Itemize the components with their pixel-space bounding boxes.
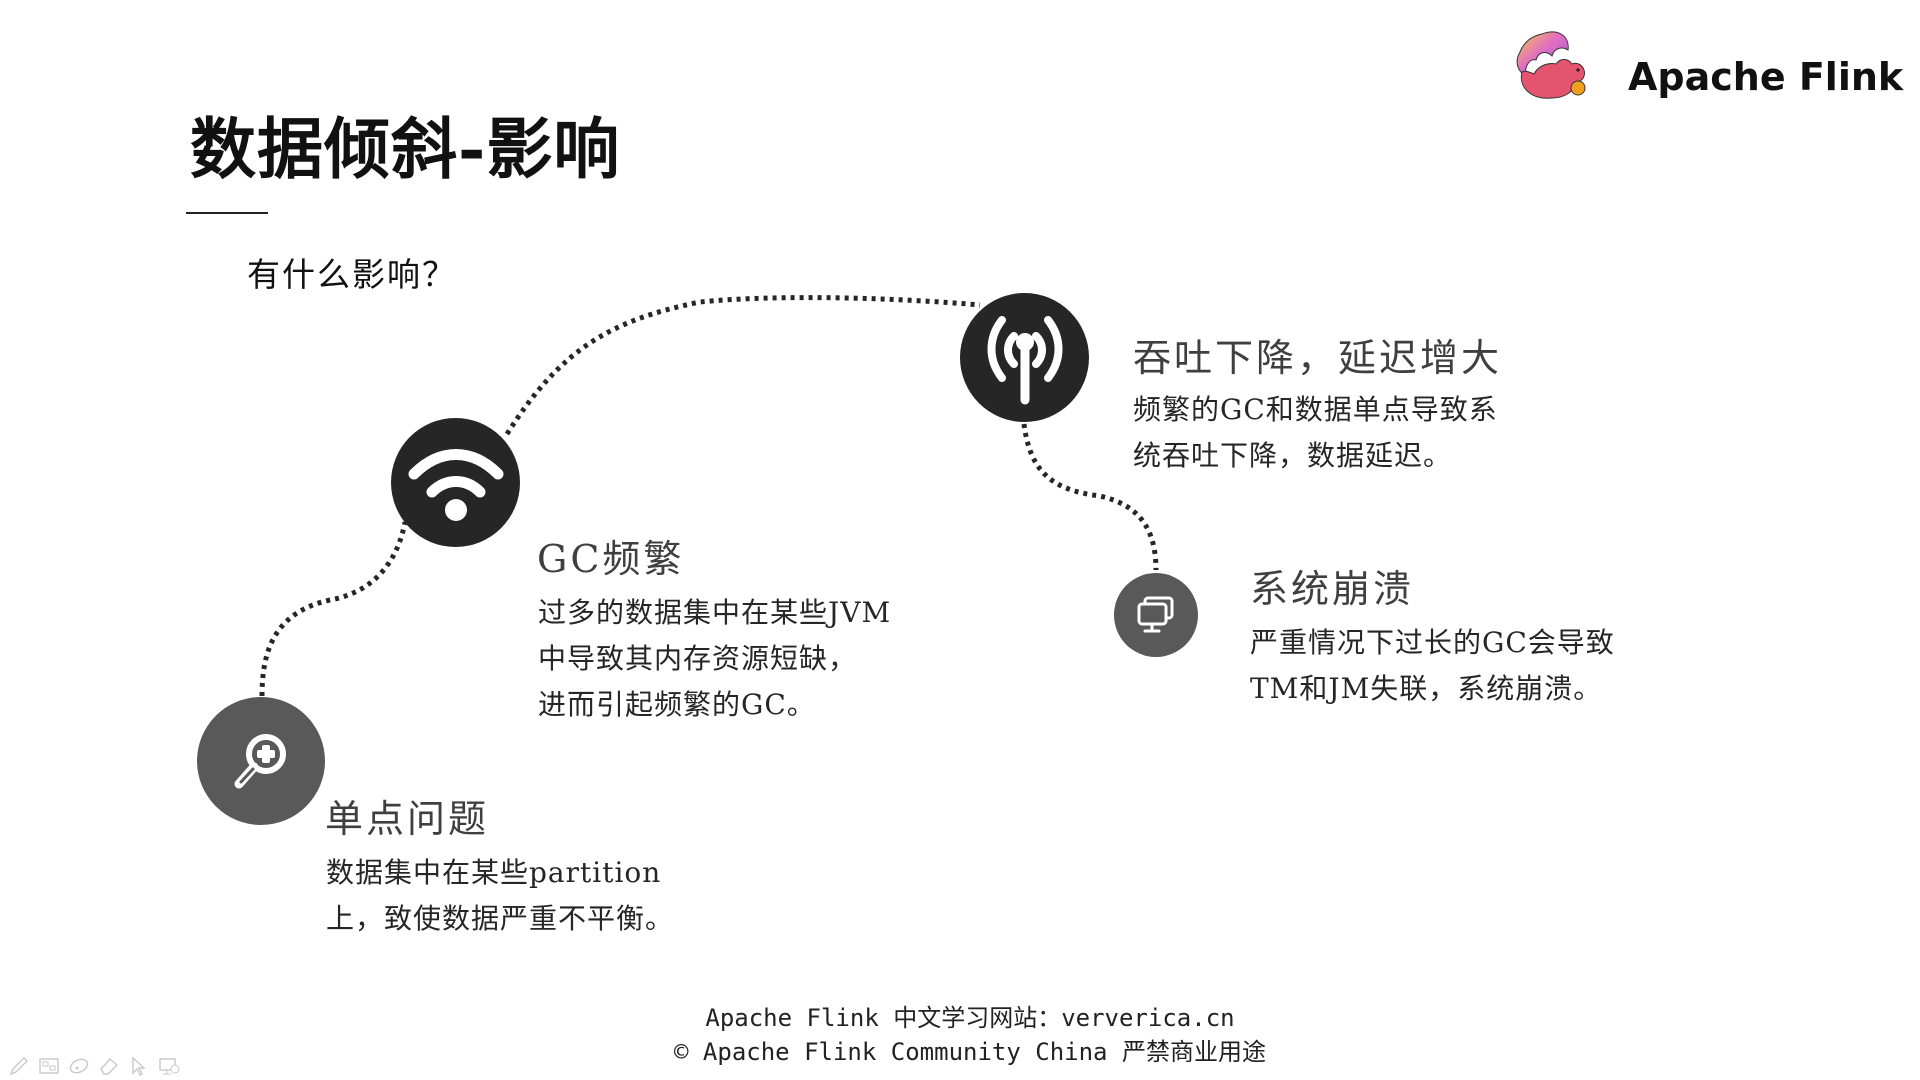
slide-subtitle: 有什么影响？ [247, 255, 457, 294]
monitors-icon [1137, 596, 1174, 633]
impact-node-throughput [960, 293, 1089, 422]
impact-node-single-point [197, 697, 325, 825]
title-underline [186, 212, 268, 214]
magnifier-plus-icon [234, 734, 286, 789]
pen-icon[interactable] [8, 1056, 30, 1076]
impact-description-line: 上，致使数据严重不平衡。 [326, 902, 675, 935]
pointer-icon[interactable] [128, 1056, 150, 1076]
impact-description-line: TM和JM失联，系统崩溃。 [1250, 672, 1603, 705]
flink-squirrel-logo-icon [1512, 28, 1596, 104]
disc-icon[interactable] [68, 1056, 90, 1076]
eraser-icon[interactable] [98, 1056, 120, 1076]
presentation-toolbar [8, 1056, 180, 1076]
impact-description-line: 统吞吐下降，数据延迟。 [1133, 439, 1453, 472]
brand-name: Apache Flink [1628, 55, 1904, 99]
impact-node-gc [391, 418, 520, 547]
impact-description-line: 数据集中在某些partition [326, 856, 662, 889]
antenna-signal-icon [987, 315, 1062, 404]
impact-description-line: 进而引起频繁的GC。 [538, 688, 816, 721]
slide-layout-icon[interactable] [38, 1056, 60, 1076]
impact-heading: GC频繁 [537, 537, 685, 581]
screen-share-icon[interactable] [158, 1056, 180, 1076]
wifi-icon [408, 448, 503, 521]
impact-heading: 系统崩溃 [1250, 567, 1415, 611]
impact-description-line: 过多的数据集中在某些JVM [538, 596, 892, 629]
impact-description: 过多的数据集中在某些JVM 中导致其内存资源短缺， 进而引起频繁的GC。 [538, 590, 891, 728]
impact-heading: 吞吐下降，延迟增大 [1133, 336, 1503, 380]
impact-description: 频繁的GC和数据单点导致系 统吞吐下降，数据延迟。 [1133, 387, 1498, 479]
impact-node-system-crash [1114, 573, 1198, 657]
impact-description: 数据集中在某些partition 上，致使数据严重不平衡。 [326, 850, 674, 942]
impact-description-line: 中导致其内存资源短缺， [538, 642, 858, 675]
footer-website: Apache Flink 中文学习网站：ververica.cn [705, 1004, 1235, 1032]
slide-title: 数据倾斜-影响 [190, 110, 621, 188]
impact-heading: 单点问题 [325, 797, 490, 841]
footer-copyright: © Apache Flink Community China 严禁商业用途 [674, 1038, 1266, 1066]
impact-description: 严重情况下过长的GC会导致 TM和JM失联，系统崩溃。 [1250, 620, 1615, 712]
impact-description-line: 频繁的GC和数据单点导致系 [1133, 393, 1498, 426]
impact-description-line: 严重情况下过长的GC会导致 [1250, 626, 1615, 659]
